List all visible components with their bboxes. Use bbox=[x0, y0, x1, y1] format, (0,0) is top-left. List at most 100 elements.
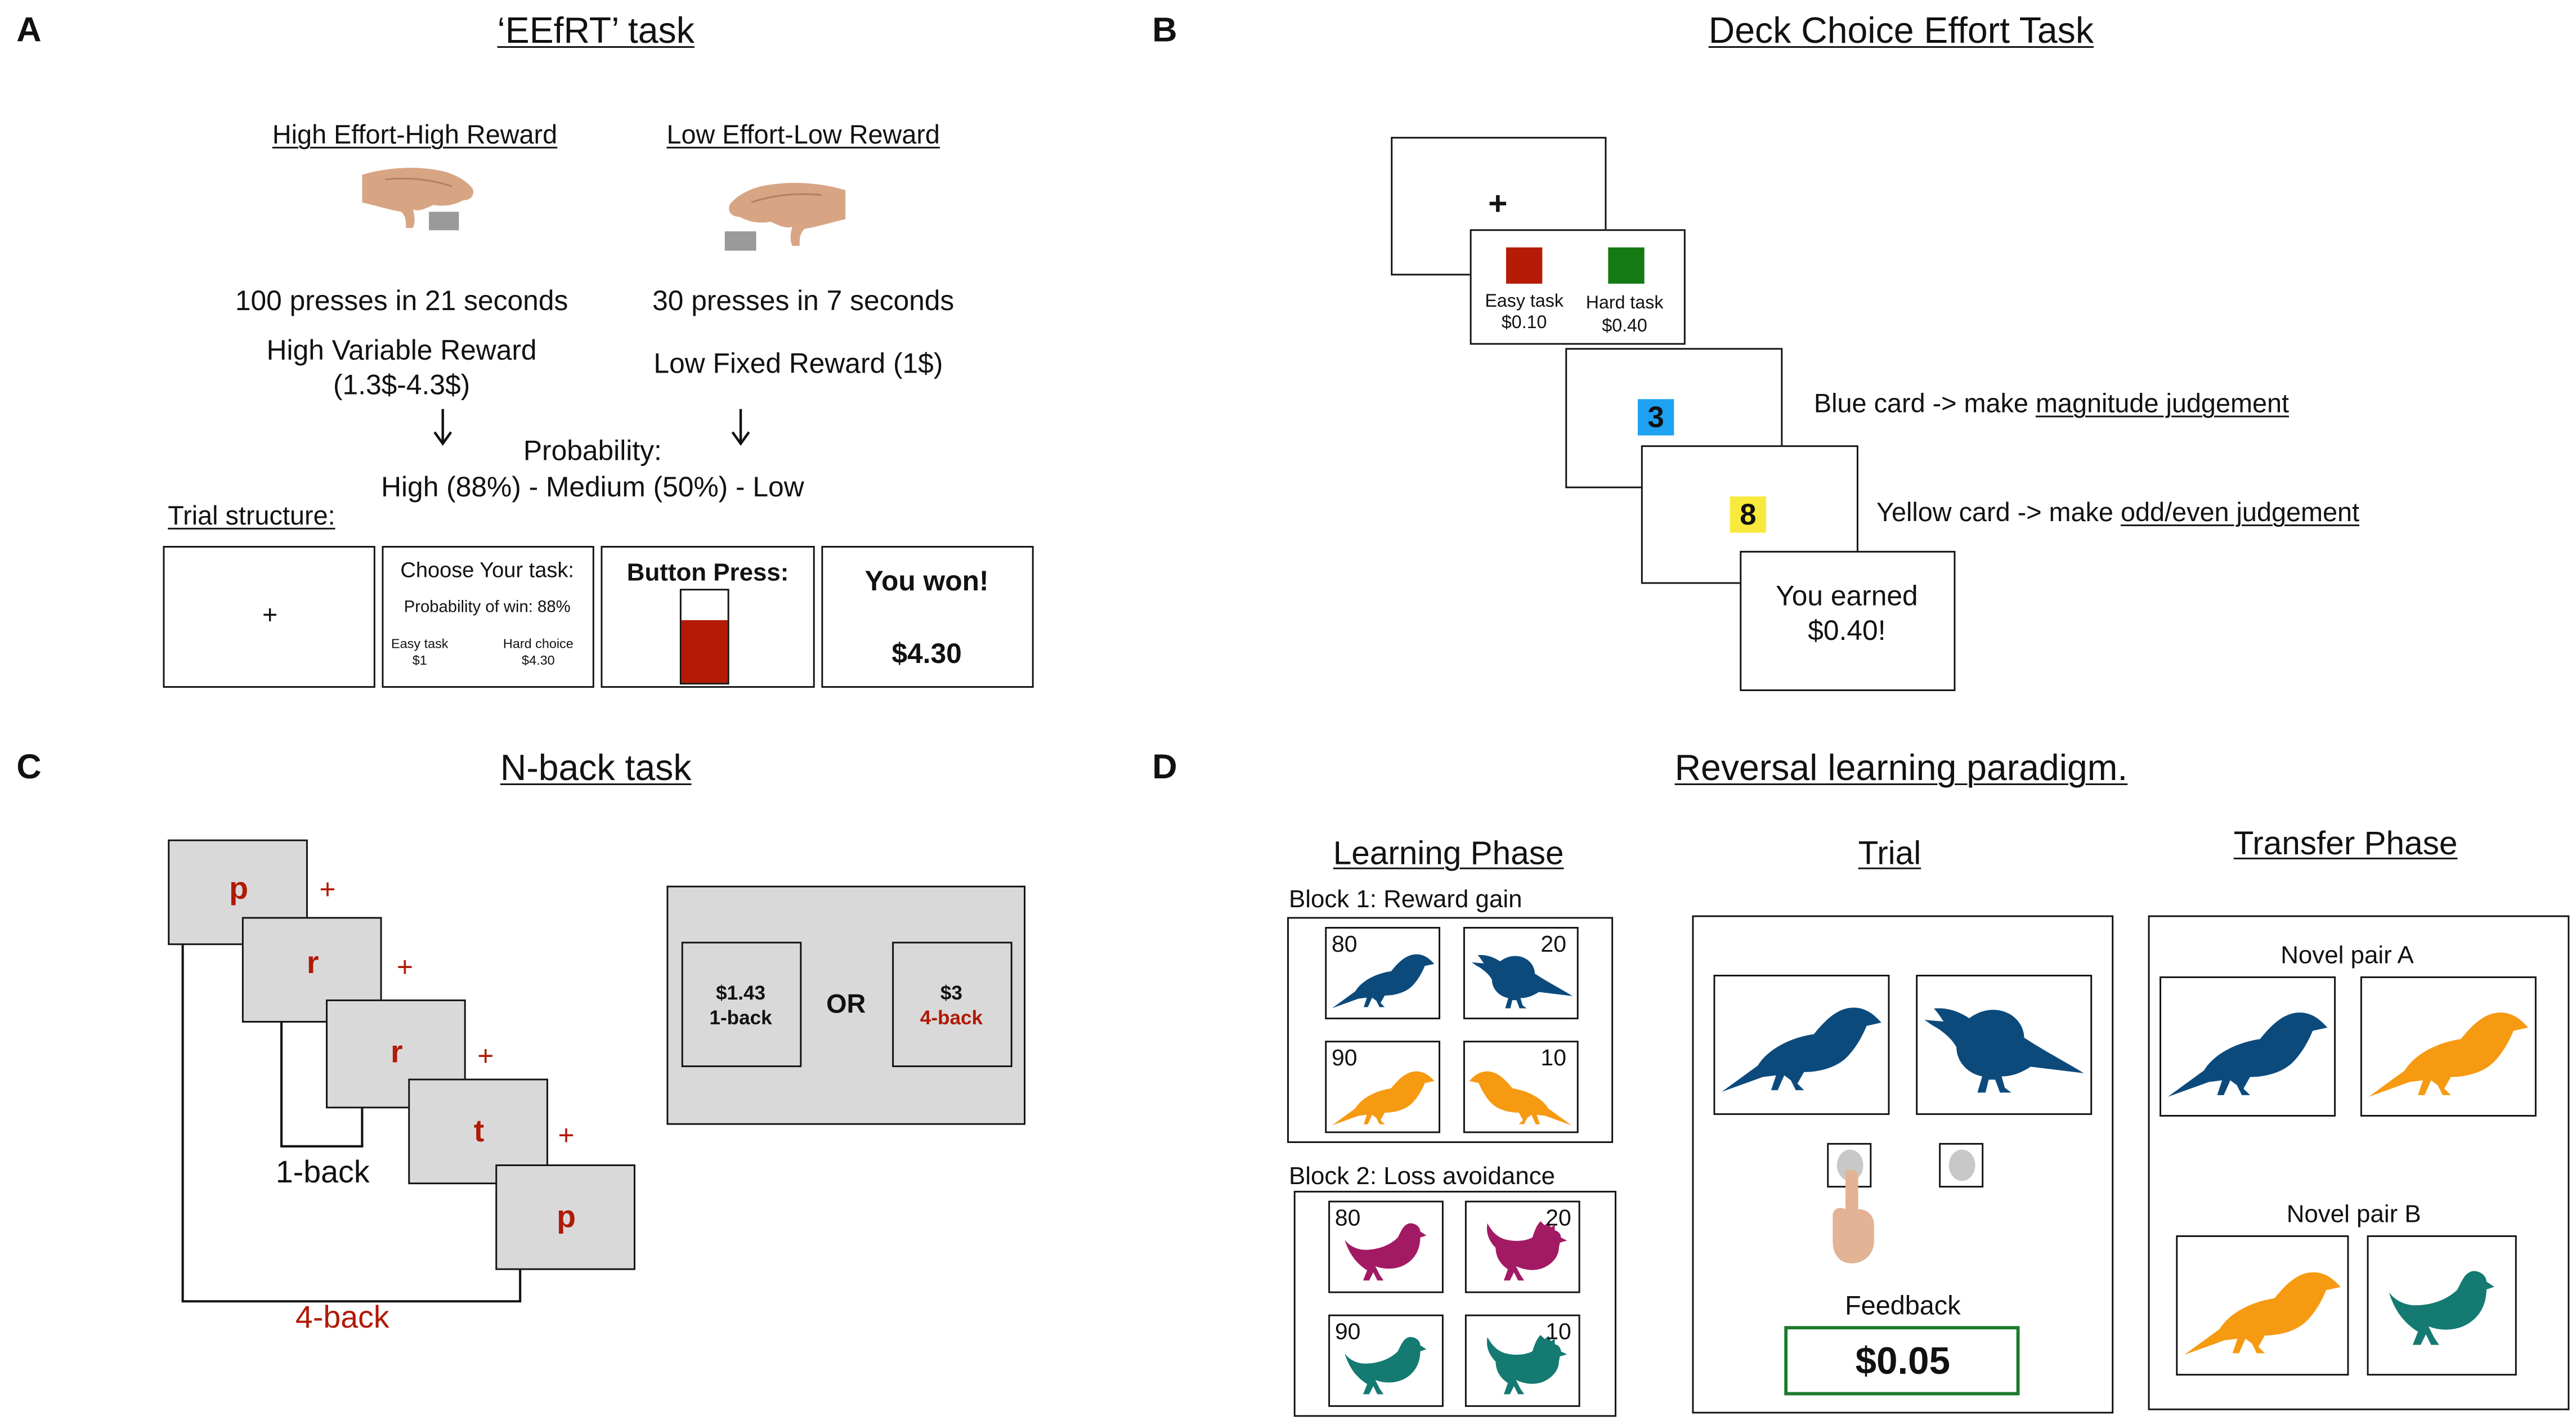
fixation-screen: + bbox=[163, 546, 375, 688]
block2-stim-1: 80 bbox=[1328, 1200, 1444, 1293]
easy-task-color-square bbox=[1506, 247, 1543, 284]
b-choice-card: Easy task $0.10 Hard task $0.40 bbox=[1470, 229, 1686, 345]
blue-rule-link: magnitude judgement bbox=[2035, 391, 2290, 419]
low-reward: Low Fixed Reward (1$) bbox=[653, 348, 943, 380]
high-effort-label: High Effort-High Reward bbox=[272, 122, 558, 150]
b-fixation-cross: + bbox=[1488, 186, 1508, 223]
feedback-amount: $0.05 bbox=[1855, 1339, 1951, 1382]
probability-levels: High (88%) - Medium (50%) - Low bbox=[381, 472, 804, 503]
orange-bird-icon bbox=[2366, 998, 2530, 1106]
nback-plus-4: + bbox=[558, 1119, 575, 1151]
panel-d-letter: D bbox=[1152, 749, 1177, 787]
pointing-finger-icon bbox=[1829, 1168, 1878, 1263]
block1-stim-2: 20 bbox=[1463, 926, 1579, 1020]
nback-plus-3: + bbox=[477, 1041, 494, 1072]
high-reward-line1: High Variable Reward bbox=[266, 334, 537, 366]
fixation-cross: + bbox=[262, 602, 278, 630]
transfer-box: Novel pair A Novel pair B bbox=[2148, 915, 2570, 1410]
blue-rule-text: Blue card -> make bbox=[1813, 391, 2036, 419]
yellow-rule-link: odd/even judgement bbox=[2120, 499, 2360, 528]
block2-stim-2: 20 bbox=[1464, 1200, 1580, 1293]
choose-task-title: Choose Your task: bbox=[400, 557, 574, 582]
effort-progress-bar bbox=[679, 589, 729, 685]
panel-c-title: N-back task bbox=[500, 747, 692, 788]
nback-letter-3: r bbox=[390, 1036, 403, 1070]
feedback-box: $0.05 bbox=[1784, 1326, 2020, 1396]
nback-connectors bbox=[181, 943, 522, 1303]
nback-plus-1: + bbox=[319, 874, 336, 906]
nback-letter-5: p bbox=[557, 1200, 576, 1236]
b-easy-label: Easy task bbox=[1485, 292, 1563, 312]
effort-progress-fill bbox=[681, 620, 728, 683]
block2-stim-3: 90 bbox=[1328, 1314, 1444, 1407]
yellow-card-rule: Yellow card -> make odd/even judgement bbox=[1876, 499, 2360, 528]
nback-card-3: r bbox=[326, 999, 466, 1109]
transfer-phase-label: Transfer Phase bbox=[2233, 826, 2458, 863]
blue-card-number: 3 bbox=[1647, 401, 1664, 434]
block2-prob-1: 80 bbox=[1334, 1204, 1361, 1231]
novel-pair-b-label: Novel pair B bbox=[2286, 1200, 2421, 1229]
nback-letter-4: t bbox=[473, 1115, 485, 1150]
yellow-card: 8 bbox=[1730, 496, 1767, 533]
pair-b-stim-2 bbox=[2367, 1235, 2517, 1376]
pair-b-stim-1 bbox=[2176, 1235, 2349, 1376]
low-effort-label: Low Effort-Low Reward bbox=[666, 122, 940, 150]
panel-c-letter: C bbox=[16, 749, 42, 787]
block1-stim-3: 90 bbox=[1325, 1041, 1441, 1133]
block1-prob-4: 10 bbox=[1540, 1044, 1566, 1070]
choice-4back: $3 4-back bbox=[892, 942, 1013, 1068]
block2-prob-3: 90 bbox=[1334, 1318, 1361, 1345]
orange-bird-icon bbox=[1330, 1062, 1435, 1131]
learning-phase-label: Learning Phase bbox=[1333, 836, 1564, 873]
choose-probability: Probability of win: 88% bbox=[404, 598, 571, 617]
pair-a-stim-2 bbox=[2360, 976, 2537, 1117]
you-won-title: You won! bbox=[864, 566, 989, 597]
hand-lifting-icon bbox=[724, 178, 846, 251]
nback-card-1: p bbox=[168, 839, 308, 945]
hard-choice-value: $4.30 bbox=[522, 653, 555, 668]
pair-a-stim-1 bbox=[2160, 976, 2336, 1117]
down-arrow-icon bbox=[731, 409, 750, 446]
panel-d-title: Reversal learning paradigm. bbox=[1674, 747, 2128, 788]
block1-prob-1: 80 bbox=[1332, 930, 1358, 957]
trial-structure-label: Trial structure: bbox=[168, 503, 335, 531]
block1-prob-3: 90 bbox=[1332, 1044, 1358, 1070]
b-hard-label: Hard task bbox=[1585, 293, 1664, 313]
yellow-card-number: 8 bbox=[1740, 498, 1757, 531]
yellow-rule-text: Yellow card -> make bbox=[1876, 499, 2121, 528]
nback-letter-1: p bbox=[229, 872, 249, 907]
block2-label: Block 2: Loss avoidance bbox=[1288, 1163, 1556, 1191]
choice-4back-amount: $3 bbox=[940, 981, 962, 1005]
blue-card-rule: Blue card -> make magnitude judgement bbox=[1814, 392, 2289, 419]
navy-bird-icon bbox=[1718, 993, 1883, 1101]
trial-stim-left bbox=[1713, 974, 1890, 1115]
easy-task-value: $1 bbox=[412, 653, 427, 668]
down-arrow-icon bbox=[433, 409, 453, 446]
orange-bird-icon bbox=[1468, 1062, 1574, 1131]
block1-stim-4: 10 bbox=[1463, 1041, 1579, 1133]
block1-label: Block 1: Reward gain bbox=[1288, 885, 1522, 914]
choice-1back-amount: $1.43 bbox=[716, 981, 765, 1005]
nback-card-2: r bbox=[241, 917, 382, 1023]
b-easy-value: $0.10 bbox=[1501, 313, 1547, 333]
choice-or: OR bbox=[826, 991, 866, 1020]
button-oval bbox=[1948, 1149, 1975, 1181]
probability-label: Probability: bbox=[523, 435, 662, 467]
earned-line2: $0.40! bbox=[1808, 615, 1886, 647]
block1-box: 80 20 90 10 bbox=[1287, 917, 1614, 1143]
block1-prob-2: 20 bbox=[1540, 930, 1566, 957]
hand-pressing-icon bbox=[362, 158, 477, 231]
block2-prob-2: 20 bbox=[1545, 1204, 1571, 1231]
you-won-amount: $4.30 bbox=[891, 638, 962, 670]
one-back-label: 1-back bbox=[275, 1156, 370, 1191]
nback-plus-2: + bbox=[396, 951, 413, 983]
hard-choice-label: Hard choice bbox=[503, 637, 574, 652]
right-response-button[interactable] bbox=[1939, 1142, 1984, 1188]
b-earned-card: You earned $0.40! bbox=[1740, 550, 1956, 691]
easy-task-label: Easy task bbox=[391, 637, 449, 652]
panel-b-letter: B bbox=[1152, 11, 1177, 50]
panel-a-title: ‘EEfRT’ task bbox=[497, 10, 695, 51]
block2-stim-4: 10 bbox=[1464, 1314, 1580, 1407]
block1-stim-1: 80 bbox=[1325, 926, 1441, 1020]
you-won-screen: You won! $4.30 bbox=[821, 546, 1034, 688]
